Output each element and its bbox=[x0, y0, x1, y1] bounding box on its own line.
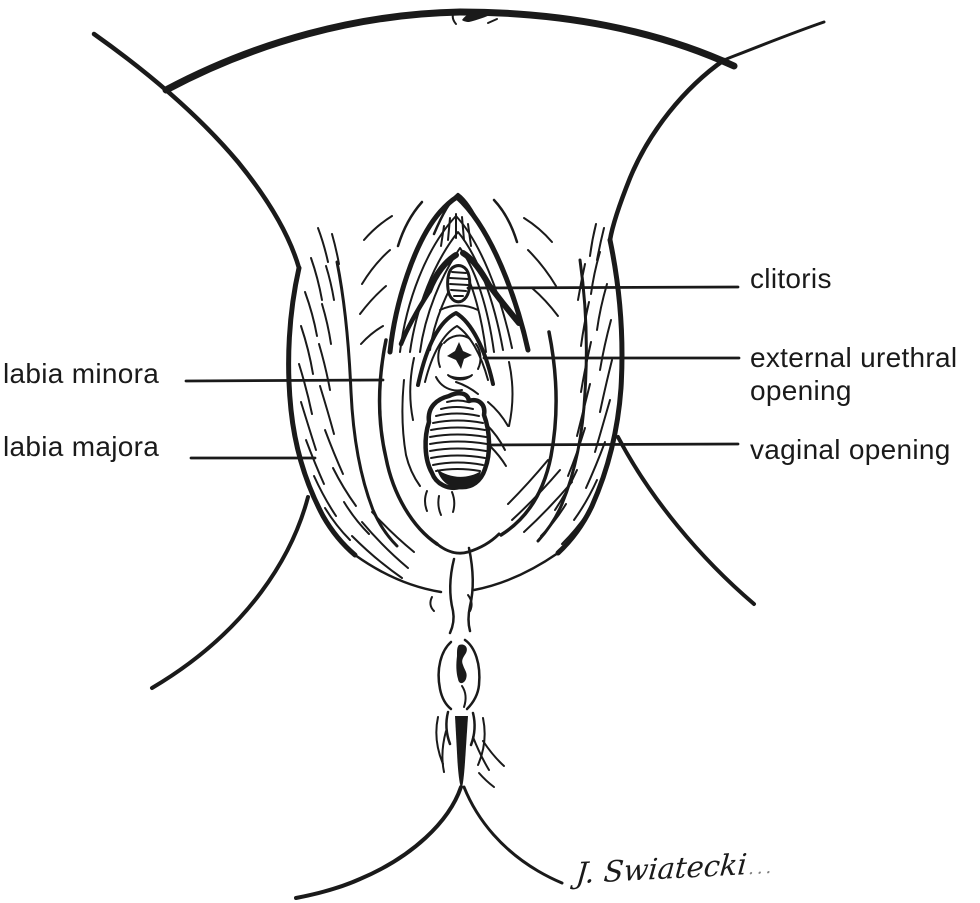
left-groin-crease bbox=[91, 31, 302, 271]
prepuce-arch-right bbox=[454, 194, 531, 353]
labia-minora-region bbox=[387, 192, 531, 355]
vestibule-region bbox=[416, 304, 495, 490]
anus-outline-left bbox=[437, 640, 453, 711]
lower-abdomen-arc bbox=[162, 8, 738, 94]
right-groin-crease bbox=[607, 57, 727, 243]
labia-majora-right-hatching bbox=[540, 223, 613, 545]
anus-outline-right bbox=[463, 638, 481, 711]
leader-lines bbox=[184, 285, 741, 460]
fourchette bbox=[435, 532, 501, 555]
gluteal-region bbox=[294, 716, 564, 900]
torso-outlines bbox=[91, 8, 826, 690]
leader-line-vaginal-opening bbox=[487, 442, 740, 447]
label-labia-majora: labia majora bbox=[3, 431, 160, 462]
urethral-opening-star bbox=[447, 342, 472, 369]
vaginal-opening-shape bbox=[423, 391, 492, 490]
artist-signature-dots: ... bbox=[747, 856, 776, 880]
clitoral-notch-right bbox=[460, 250, 522, 326]
label-vaginal-opening: vaginal opening bbox=[750, 434, 951, 465]
label-external-urethral-line1: external urethral bbox=[750, 342, 958, 373]
midline-crease-tick bbox=[487, 18, 498, 24]
left-buttock-curve bbox=[294, 785, 463, 900]
right-lower-thigh-crease bbox=[616, 435, 756, 606]
perineum-anus bbox=[435, 546, 486, 766]
labia-majora-left-hatching bbox=[298, 227, 370, 541]
clitoral-notch-left-extension bbox=[398, 289, 432, 347]
vestibule-arch bbox=[416, 311, 495, 387]
labia-majora-left-inner-edge bbox=[335, 260, 399, 548]
label-external-urethral-line2: opening bbox=[750, 375, 852, 406]
leader-line-clitoris bbox=[466, 285, 740, 290]
label-external-urethral-opening: external urethral opening bbox=[750, 341, 957, 407]
midline-crease-mark bbox=[451, 9, 457, 25]
gluteal-cleft bbox=[455, 716, 468, 789]
labia-majora-left-outer-edge bbox=[286, 265, 358, 558]
leader-line-labia-minora bbox=[184, 378, 385, 383]
labia-majora-region bbox=[286, 223, 625, 558]
right-hip-line bbox=[722, 20, 826, 62]
vaginal-opening-shadow bbox=[437, 469, 481, 488]
label-clitoris: clitoris bbox=[750, 263, 832, 294]
prepuce-arch-left bbox=[387, 194, 460, 355]
clitoris-glans-hatching bbox=[449, 271, 469, 297]
left-lower-thigh-crease bbox=[150, 495, 310, 690]
anus-slit bbox=[456, 644, 467, 684]
perineal-raphe-left bbox=[448, 557, 456, 635]
right-buttock-curve bbox=[462, 785, 564, 885]
perineal-raphe-right bbox=[467, 546, 474, 633]
midline-crease-swoosh bbox=[462, 11, 492, 22]
label-labia-minora: labia minora bbox=[3, 358, 160, 389]
urethral-opening bbox=[435, 334, 482, 392]
labia-majora-right-outer-edge bbox=[555, 237, 625, 556]
clitoral-notch-left bbox=[426, 252, 459, 294]
labia-minora-right-fold bbox=[499, 330, 558, 537]
